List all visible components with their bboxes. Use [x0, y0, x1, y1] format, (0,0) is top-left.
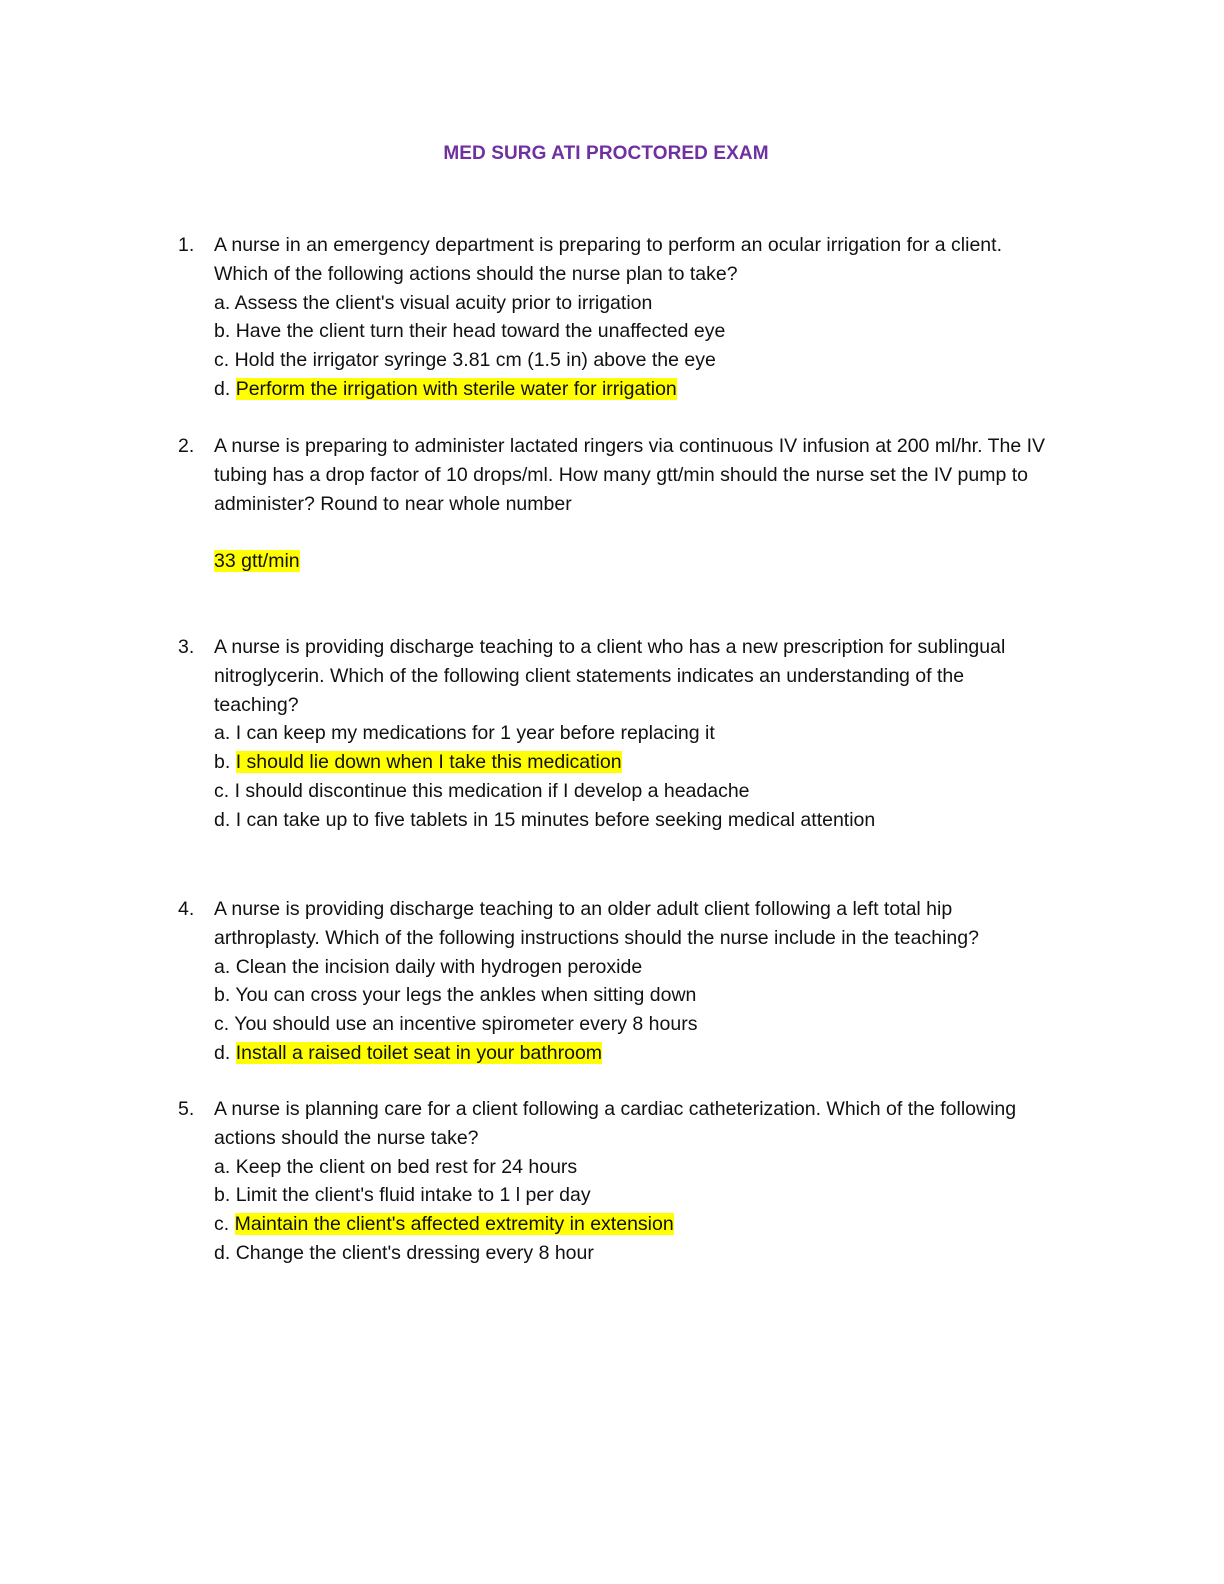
highlighted-answer: I should lie down when I take this medic… — [235, 751, 622, 774]
page-title: MED SURG ATI PROCTORED EXAM — [443, 143, 769, 164]
question-body: A nurse is providing discharge teaching … — [214, 633, 1078, 835]
question-body: A nurse is planning care for a client fo… — [214, 1095, 1078, 1268]
answer-option-c: c. I should discontinue this medication … — [214, 779, 750, 802]
answer-option-b: b. You can cross your legs the ankles wh… — [214, 984, 697, 1007]
option-text: I should discontinue this medication if … — [234, 779, 750, 802]
option-text: You can cross your legs the ankles when … — [235, 984, 697, 1007]
answer-option-c: c. Maintain the client's affected extrem… — [214, 1213, 674, 1236]
option-text: Have the client turn their head toward t… — [235, 320, 726, 343]
answer-option-c: c. Hold the irrigator syringe 3.81 cm (1… — [214, 349, 716, 372]
question-body: A nurse in an emergency department is pr… — [214, 231, 1078, 404]
question-stem-line: Which of the following actions should th… — [214, 262, 738, 285]
option-text: Clean the incision daily with hydrogen p… — [235, 955, 643, 978]
question-stem-line: arthroplasty. Which of the following ins… — [214, 926, 979, 949]
answer-option-a: a. I can keep my medications for 1 year … — [214, 722, 715, 745]
question-stem-line: A nurse is preparing to administer lacta… — [214, 435, 1046, 457]
option-text: Hold the irrigator syringe 3.81 cm (1.5 … — [234, 349, 716, 372]
answer-option-b: b. Have the client turn their head towar… — [214, 320, 726, 343]
question-stem-line: teaching? — [214, 693, 299, 716]
question-body: A nurse is preparing to administer lacta… — [214, 432, 1078, 576]
highlighted-answer: Install a raised toilet seat in your bat… — [235, 1041, 603, 1064]
option-text: You should use an incentive spirometer e… — [234, 1013, 698, 1036]
question-number: 5. — [178, 1098, 195, 1120]
question-stem-line: A nurse is providing discharge teaching … — [214, 636, 1006, 658]
highlighted-answer: Perform the irrigation with sterile wate… — [235, 377, 677, 400]
question-body: A nurse is providing discharge teaching … — [214, 895, 1078, 1068]
question-number: 1. — [178, 234, 195, 256]
question-stem-line: administer? Round to near whole number — [214, 492, 572, 515]
spacer — [214, 518, 1078, 547]
option-text: I can take up to five tablets in 15 minu… — [235, 808, 876, 831]
answer-option-d: d. Install a raised toilet seat in your … — [214, 1041, 603, 1064]
question-stem-line: actions should the nurse take? — [214, 1126, 479, 1149]
answer-option-d: d. Change the client's dressing every 8 … — [214, 1241, 594, 1264]
option-text: Limit the client's fluid intake to 1 l p… — [235, 1184, 591, 1207]
option-text: Assess the client's visual acuity prior … — [234, 291, 653, 314]
option-text: Change the client's dressing every 8 hou… — [235, 1241, 594, 1264]
answer-option-d: d. I can take up to five tablets in 15 m… — [214, 808, 876, 831]
answer-option-b: b. I should lie down when I take this me… — [214, 751, 622, 774]
answer-option-c: c. You should use an incentive spiromete… — [214, 1013, 698, 1036]
question-number: 2. — [178, 435, 195, 457]
question-stem-line: A nurse in an emergency department is pr… — [214, 234, 1002, 256]
answer-option-a: a. Keep the client on bed rest for 24 ho… — [214, 1155, 578, 1178]
answer-option-d: d. Perform the irrigation with sterile w… — [214, 377, 677, 400]
question-stem-line: A nurse is providing discharge teaching … — [214, 898, 953, 920]
option-text: I can keep my medications for 1 year bef… — [235, 722, 715, 745]
answer-line: 33 gtt/min — [214, 547, 1078, 576]
answer-option-b: b. Limit the client's fluid intake to 1 … — [214, 1184, 591, 1207]
answer-option-a: a. Clean the incision daily with hydroge… — [214, 955, 643, 978]
question-stem-line: A nurse is planning care for a client fo… — [214, 1098, 1017, 1120]
question-stem-line: tubing has a drop factor of 10 drops/ml.… — [214, 463, 1029, 486]
question-number: 3. — [178, 636, 195, 658]
highlighted-answer: Maintain the client's affected extremity… — [234, 1213, 674, 1236]
question-number: 4. — [178, 898, 195, 920]
highlighted-answer: 33 gtt/min — [214, 550, 300, 573]
answer-option-a: a. Assess the client's visual acuity pri… — [214, 291, 653, 314]
option-text: Keep the client on bed rest for 24 hours — [235, 1155, 578, 1178]
question-stem-line: nitroglycerin. Which of the following cl… — [214, 664, 965, 687]
